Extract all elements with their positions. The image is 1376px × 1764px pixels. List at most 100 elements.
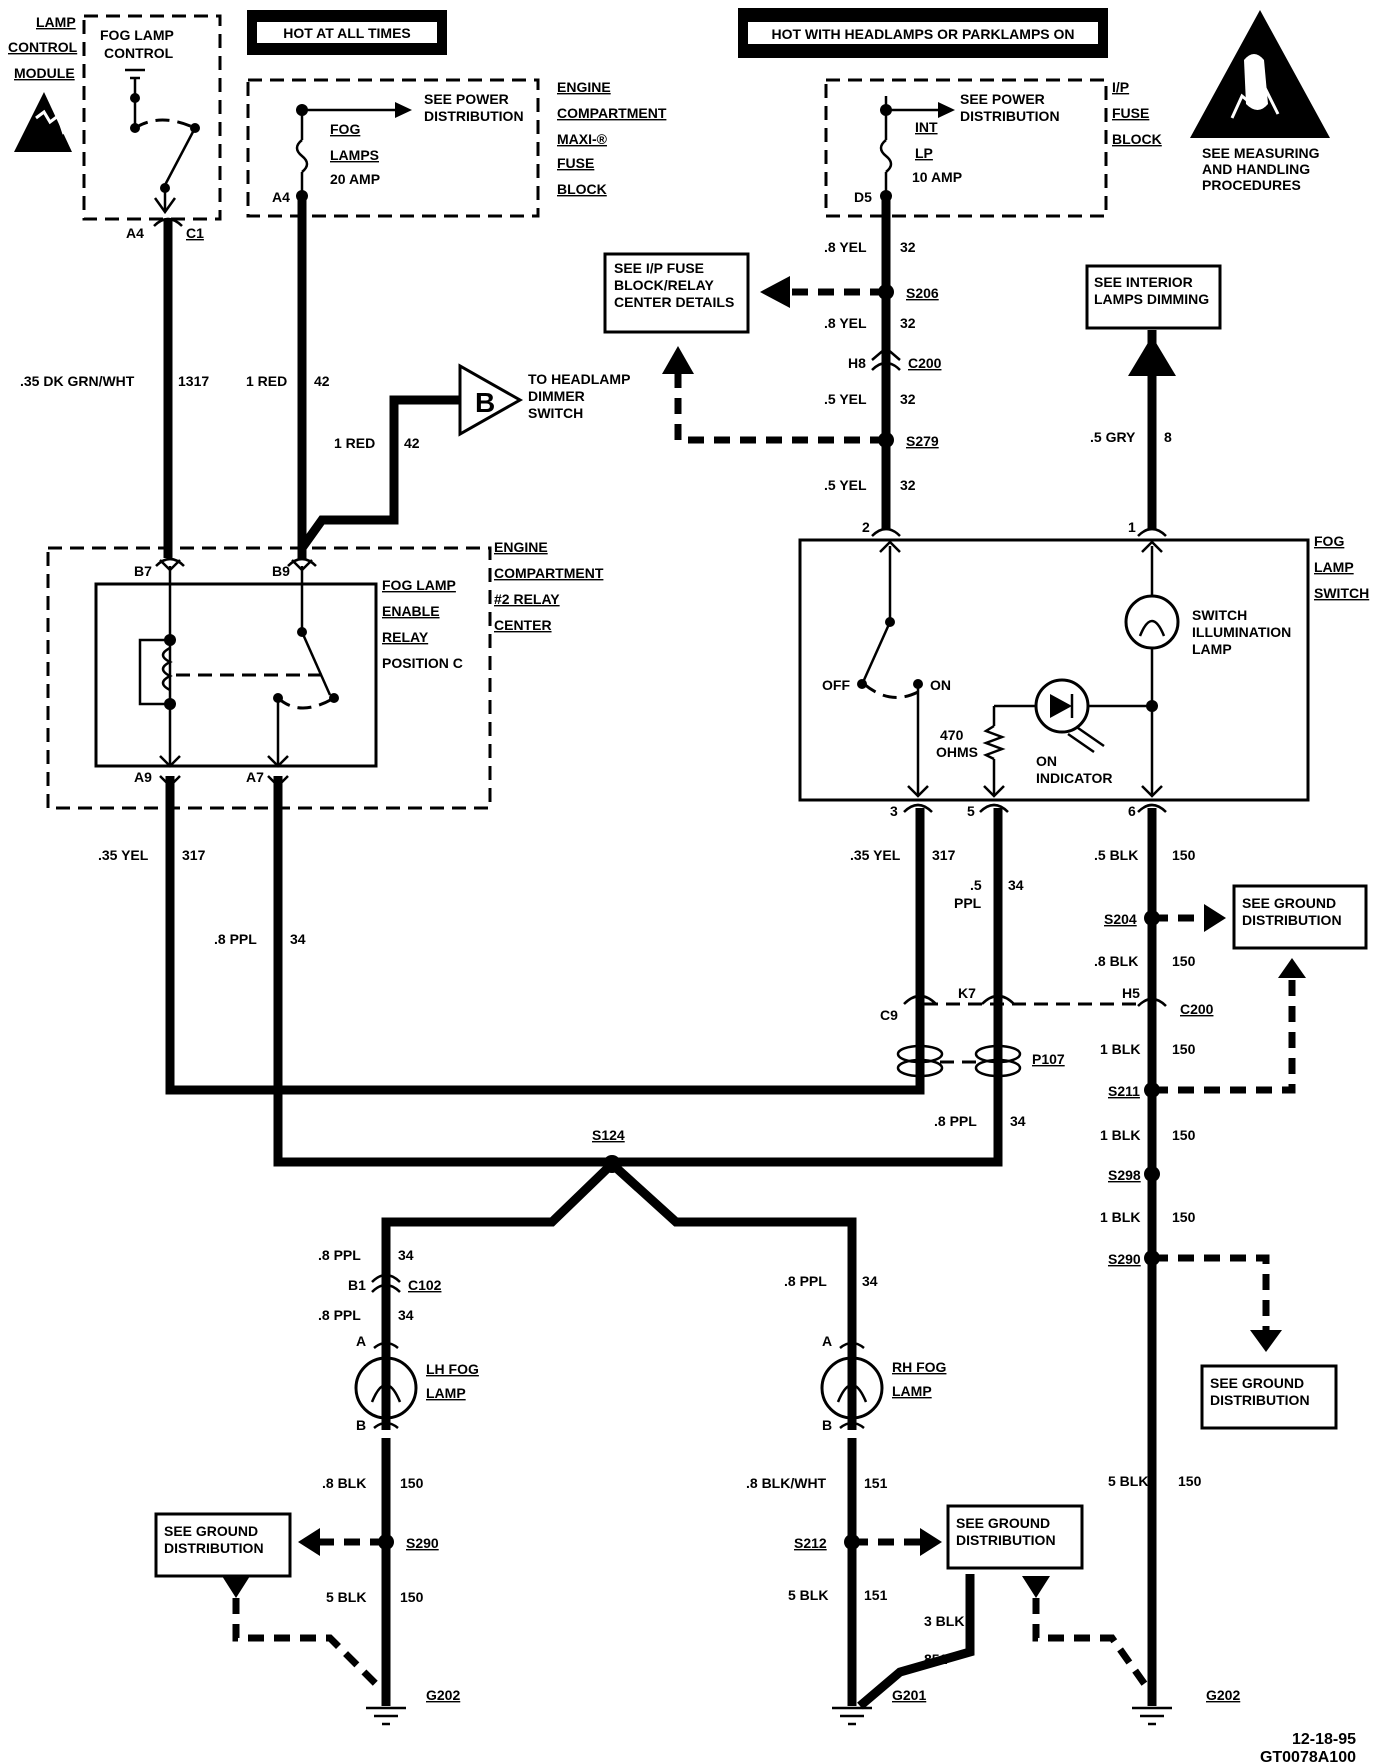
- svg-text:CENTER DETAILS: CENTER DETAILS: [614, 294, 734, 310]
- svg-text:BLOCK: BLOCK: [1112, 131, 1162, 147]
- svg-text:I/P: I/P: [1112, 79, 1129, 95]
- ref-ground-dist-s212: SEE GROUND DISTRIBUTION: [946, 1504, 1084, 1570]
- svg-text:1 BLK: 1 BLK: [1100, 1127, 1140, 1143]
- svg-text:MAXI-®: MAXI-®: [557, 131, 608, 147]
- svg-text:5 BLK: 5 BLK: [326, 1589, 366, 1605]
- wire-151-rh: [847, 1438, 975, 1710]
- svg-text:S206: S206: [906, 285, 939, 301]
- fog-lamp-switch: FOG LAMP SWITCH 2 1 3 5 6 OFF ON SWITCH …: [798, 519, 1369, 819]
- wire-42: [297, 196, 460, 560]
- wire-34-relay: [273, 776, 1003, 1167]
- svg-text:B7: B7: [134, 563, 152, 579]
- maxi-fuse-block: ENGINE COMPARTMENT MAXI-® FUSE BLOCK SEE…: [246, 78, 667, 218]
- svg-text:DISTRIBUTION: DISTRIBUTION: [960, 108, 1060, 124]
- rh-fog-lamp: RH FOG LAMP A B: [820, 1333, 947, 1433]
- svg-text:B: B: [356, 1417, 366, 1433]
- svg-text:SEE GROUND: SEE GROUND: [164, 1523, 258, 1539]
- esd-small-icon: [14, 92, 72, 152]
- svg-text:P107: P107: [1032, 1051, 1065, 1067]
- connector-p107: [896, 1044, 1022, 1078]
- svg-text:470: 470: [940, 727, 964, 743]
- ground-g201-label: G201: [892, 1687, 926, 1703]
- connector-c200-mid: [903, 994, 1167, 1007]
- ground-ref-v-icon: [222, 1576, 250, 1598]
- wire-8: [1128, 330, 1176, 530]
- svg-text:.8 BLK: .8 BLK: [322, 1475, 366, 1491]
- relay-center: ENGINE COMPARTMENT #2 RELAY CENTER FOG L…: [46, 539, 604, 810]
- esd-warning-icon: [1190, 10, 1330, 138]
- svg-text:LAMPS: LAMPS: [330, 147, 379, 163]
- svg-text:.5 GRY: .5 GRY: [1090, 429, 1136, 445]
- svg-text:A7: A7: [246, 769, 264, 785]
- connector-labels: H8 C200 H5 C200 C9 K7 P107 B1 C102: [348, 355, 1214, 1293]
- svg-text:LP: LP: [915, 145, 933, 161]
- splice-s211: [1144, 1082, 1160, 1098]
- svg-text:1 BLK: 1 BLK: [1100, 1041, 1140, 1057]
- svg-text:A: A: [822, 1333, 832, 1349]
- lh-fog-lamp: LH FOG LAMP A B: [354, 1333, 479, 1433]
- svg-text:INT: INT: [915, 119, 938, 135]
- svg-text:.35 YEL: .35 YEL: [98, 847, 149, 863]
- svg-text:150: 150: [1178, 1473, 1202, 1489]
- svg-text:3 BLK: 3 BLK: [924, 1613, 964, 1629]
- svg-text:34: 34: [862, 1273, 878, 1289]
- ref-interior-dimming: SEE INTERIOR LAMPS DIMMING: [1085, 264, 1222, 330]
- connector-c200-top: [871, 346, 901, 371]
- svg-text:150: 150: [1172, 953, 1196, 969]
- splice-s124: [603, 1155, 621, 1173]
- svg-text:FOG LAMP: FOG LAMP: [382, 577, 456, 593]
- svg-text:.8 PPL: .8 PPL: [214, 931, 257, 947]
- svg-text:C1: C1: [186, 225, 204, 241]
- svg-text:DISTRIBUTION: DISTRIBUTION: [424, 108, 524, 124]
- svg-text:10 AMP: 10 AMP: [912, 169, 962, 185]
- header-hot-headlamps: HOT WITH HEADLAMPS OR PARKLAMPS ON: [738, 8, 1108, 58]
- svg-text:SEE POWER: SEE POWER: [960, 91, 1045, 107]
- svg-text:LAMPS DIMMING: LAMPS DIMMING: [1094, 291, 1209, 307]
- ip-fuse-block: I/P FUSE BLOCK SEE POWER DISTRIBUTION IN…: [824, 78, 1162, 218]
- svg-text:DISTRIBUTION: DISTRIBUTION: [164, 1540, 264, 1556]
- svg-text:ENGINE: ENGINE: [494, 539, 548, 555]
- svg-text:150: 150: [1172, 1209, 1196, 1225]
- svg-text:SEE GROUND: SEE GROUND: [1210, 1375, 1304, 1391]
- svg-text:MODULE: MODULE: [14, 65, 75, 81]
- ref-ground-dist-s290r: SEE GROUND DISTRIBUTION: [1200, 1364, 1338, 1430]
- svg-text:B1: B1: [348, 1277, 366, 1293]
- ground-ref-down-icon: [1278, 958, 1306, 978]
- splice-labels: S206 S279 S204 S211 S298 S290 S124 S290 …: [406, 285, 1141, 1551]
- svg-text:SEE GROUND: SEE GROUND: [1242, 895, 1336, 911]
- svg-text:H8: H8: [848, 355, 866, 371]
- svg-text:32: 32: [900, 477, 916, 493]
- svg-text:1: 1: [1128, 519, 1136, 535]
- svg-text:A4: A4: [272, 189, 290, 205]
- svg-text:CONTROL: CONTROL: [8, 39, 78, 55]
- svg-text:5 BLK: 5 BLK: [788, 1587, 828, 1603]
- svg-text:.8 YEL: .8 YEL: [824, 315, 867, 331]
- svg-text:CONTROL: CONTROL: [104, 45, 174, 61]
- dashed-s290r: [1152, 1254, 1270, 1330]
- svg-text:.8 PPL: .8 PPL: [318, 1247, 361, 1263]
- connector-switch-bottom: [903, 803, 1167, 813]
- ground-ref-left-icon: [298, 1528, 320, 1556]
- svg-text:SEE I/P FUSE: SEE I/P FUSE: [614, 260, 704, 276]
- svg-text:1 RED: 1 RED: [246, 373, 287, 389]
- svg-text:34: 34: [398, 1247, 414, 1263]
- svg-text:SWITCH: SWITCH: [1192, 607, 1247, 623]
- svg-text:.8 BLK/WHT: .8 BLK/WHT: [746, 1475, 827, 1491]
- svg-text:HOT WITH HEADLAMPS OR PARKLAMP: HOT WITH HEADLAMPS OR PARKLAMPS ON: [771, 26, 1074, 42]
- ground-g202-left-label: G202: [426, 1687, 460, 1703]
- svg-text:RELAY: RELAY: [382, 629, 429, 645]
- svg-text:PPL: PPL: [954, 895, 982, 911]
- ref-ground-dist-s290l: SEE GROUND DISTRIBUTION: [154, 1512, 292, 1578]
- svg-text:S279: S279: [906, 433, 939, 449]
- wire-labels: .35 DK GRN/WHT 1317 1 RED 42 1 RED 42 .8…: [20, 239, 1202, 1667]
- svg-text:POSITION C: POSITION C: [382, 655, 463, 671]
- ref-ip-fuse-details: SEE I/P FUSE BLOCK/RELAY CENTER DETAILS: [603, 252, 750, 334]
- svg-text:A: A: [356, 1333, 366, 1349]
- svg-text:20 AMP: 20 AMP: [330, 171, 380, 187]
- svg-text:OFF: OFF: [822, 677, 850, 693]
- svg-text:C9: C9: [880, 1007, 898, 1023]
- splice-s206: [878, 284, 894, 300]
- ground-g202-right-icon: [1132, 1706, 1172, 1726]
- svg-text:150: 150: [1172, 1127, 1196, 1143]
- dashed-ground-rh: [1032, 1598, 1149, 1689]
